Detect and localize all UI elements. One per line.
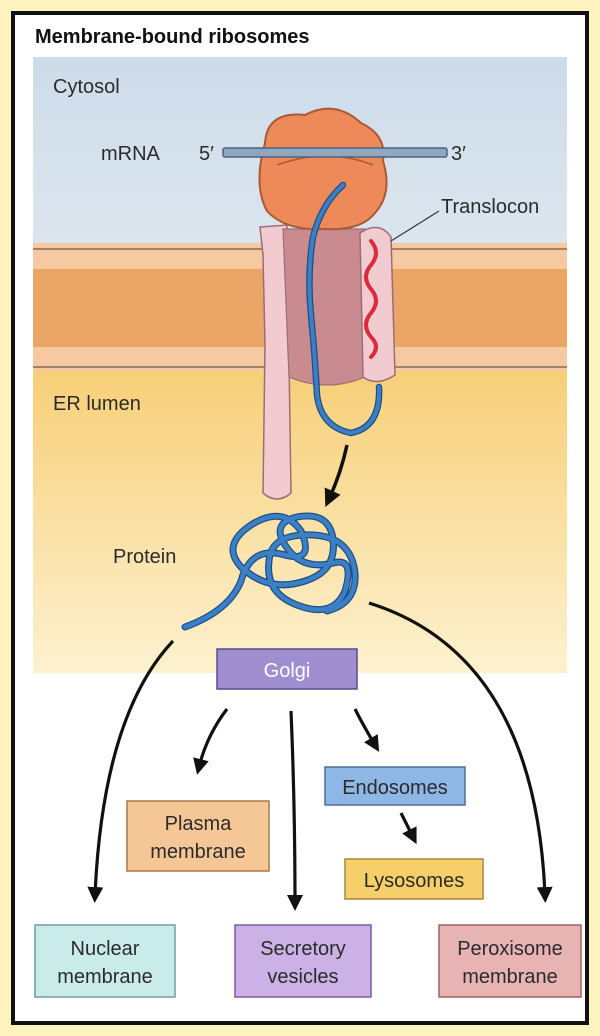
arrow-to-endosomes xyxy=(353,708,380,752)
sorting-arrows xyxy=(87,601,553,911)
protein-label: Protein xyxy=(113,546,176,568)
three-prime-label: 3′ xyxy=(451,143,466,165)
arrow-to-protein xyxy=(324,444,349,507)
secretory-vesicles-label-line1: Secretory xyxy=(260,938,346,960)
folded-protein xyxy=(181,512,359,631)
golgi-label: Golgi xyxy=(264,660,311,682)
protein-sorting-diagram: Membrane-bound ribosomes Cytosol ER lume… xyxy=(33,26,582,998)
five-prime-label: 5′ xyxy=(199,143,214,165)
lysosomes-label: Lysosomes xyxy=(364,870,464,892)
figure-frame: Membrane-bound ribosomes Cytosol ER lume… xyxy=(11,11,589,1025)
arrow-to-plasma-membrane xyxy=(193,708,229,775)
plasma-membrane-label-line2: membrane xyxy=(150,841,246,863)
endosomes-label: Endosomes xyxy=(342,777,448,799)
plasma-membrane-box: Plasma membrane xyxy=(126,800,270,872)
golgi-box: Golgi xyxy=(216,648,358,690)
peroxisome-membrane-label-line2: membrane xyxy=(462,966,558,988)
secretory-vesicles-box: Secretory vesicles xyxy=(234,924,372,998)
arrow-to-secretory-vesicles xyxy=(286,710,303,911)
signal-sequence xyxy=(364,239,378,359)
arrow-to-nuclear-membrane xyxy=(87,639,175,903)
nuclear-membrane-label-line2: membrane xyxy=(57,966,153,988)
endosomes-box: Endosomes xyxy=(324,766,466,806)
mrna-strand xyxy=(222,147,448,158)
nuclear-membrane-box: Nuclear membrane xyxy=(34,924,176,998)
nuclear-membrane-label-line1: Nuclear xyxy=(71,938,140,960)
arrow-to-peroxisome-membrane xyxy=(368,601,553,903)
er-lumen-region xyxy=(33,371,567,673)
peroxisome-membrane-label-line1: Peroxisome xyxy=(457,938,563,960)
arrow-endosomes-to-lysosomes xyxy=(399,812,417,845)
mrna-label: mRNA xyxy=(101,143,161,165)
plasma-membrane-label-line1: Plasma xyxy=(165,813,233,835)
lysosomes-box: Lysosomes xyxy=(344,858,484,900)
translocon-label: Translocon xyxy=(441,196,539,218)
er-lumen-label: ER lumen xyxy=(53,393,141,415)
cytosol-label: Cytosol xyxy=(53,76,120,98)
secretory-vesicles-label-line2: vesicles xyxy=(267,966,338,988)
peroxisome-membrane-box: Peroxisome membrane xyxy=(438,924,582,998)
diagram-title: Membrane-bound ribosomes xyxy=(35,26,309,48)
